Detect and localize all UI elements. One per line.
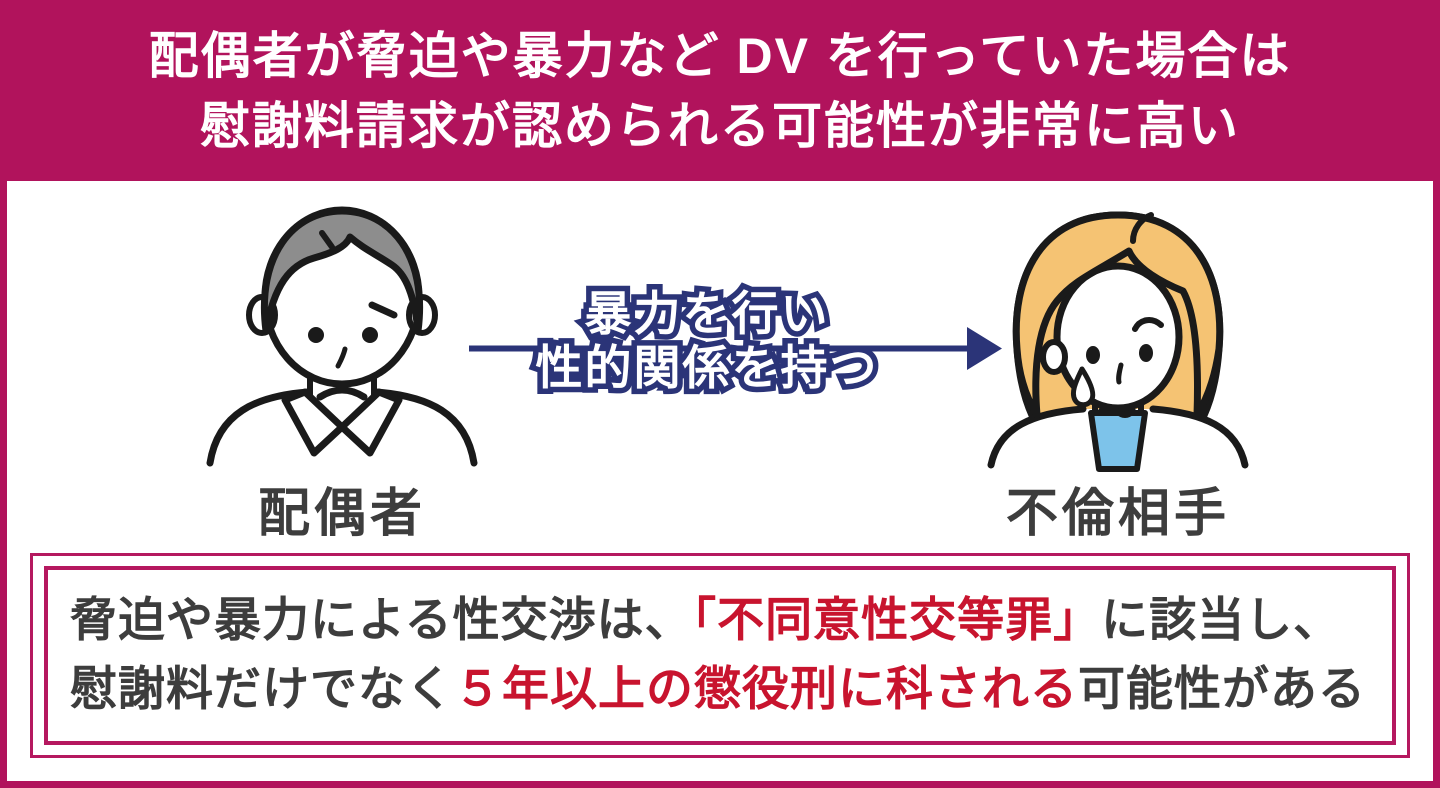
content-panel: 配偶者 暴力を行い 暴力を行い 性的関係を持つ 性的関係を持つ	[7, 181, 1433, 781]
arrow-label-line2-text: 性的関係を持つ	[535, 341, 879, 394]
note-line2: 慰謝料だけでなく５年以上の懲役刑に科される可能性がある	[70, 654, 1382, 723]
header-banner: 配偶者が脅迫や暴力など DV を行っていた場合は 慰謝料請求が認められる可能性が…	[0, 0, 1440, 181]
man-angry-face-icon	[206, 206, 478, 467]
arrow-label-line1-outline: 暴力を行い	[579, 282, 833, 346]
note-box-inner: 脅迫や暴力による性交渉は、「不同意性交等罪」に該当し、 慰謝料だけでなく５年以上…	[44, 566, 1396, 745]
header-title-line2: 慰謝料請求が認められる可能性が非常に高い	[200, 97, 1240, 154]
note-line2-segment1: 慰謝料だけでなく	[70, 662, 454, 715]
note-box: 脅迫や暴力による性交渉は、「不同意性交等罪」に該当し、 慰謝料だけでなく５年以上…	[30, 553, 1410, 758]
arrow-label: 暴力を行い 暴力を行い 性的関係を持つ 性的関係を持つ	[487, 282, 927, 400]
note-line1-segment3: に該当し、	[1101, 593, 1342, 646]
note-line2-segment3: 可能性がある	[1078, 662, 1366, 715]
note-line1-segment1: 脅迫や暴力による性交渉は、	[70, 593, 693, 646]
header-title-line1: 配偶者が脅迫や暴力など DV を行っていた場合は	[148, 27, 1292, 84]
woman-crying-face-icon	[987, 211, 1249, 472]
arrow-label-line2: 性的関係を持つ 性的関係を持つ	[487, 336, 927, 400]
right-arrow-icon	[469, 327, 1002, 370]
arrow-label-line1-text: 暴力を行い	[584, 287, 830, 340]
arrow-label-line1: 暴力を行い 暴力を行い	[487, 282, 927, 346]
affair-partner-label: 不倫相手	[1005, 485, 1230, 543]
note-line2-emphasis: ５年以上の懲役刑に科される	[454, 662, 1078, 715]
arrow-label-line2-outline: 性的関係を持つ	[530, 336, 882, 400]
note-line1: 脅迫や暴力による性交渉は、「不同意性交等罪」に該当し、	[70, 585, 1382, 654]
affair-partner-figure	[983, 207, 1253, 472]
spouse-figure	[203, 199, 481, 467]
note-line1-emphasis: 「不同意性交等罪」	[692, 593, 1102, 646]
spouse-label: 配偶者	[257, 485, 426, 543]
